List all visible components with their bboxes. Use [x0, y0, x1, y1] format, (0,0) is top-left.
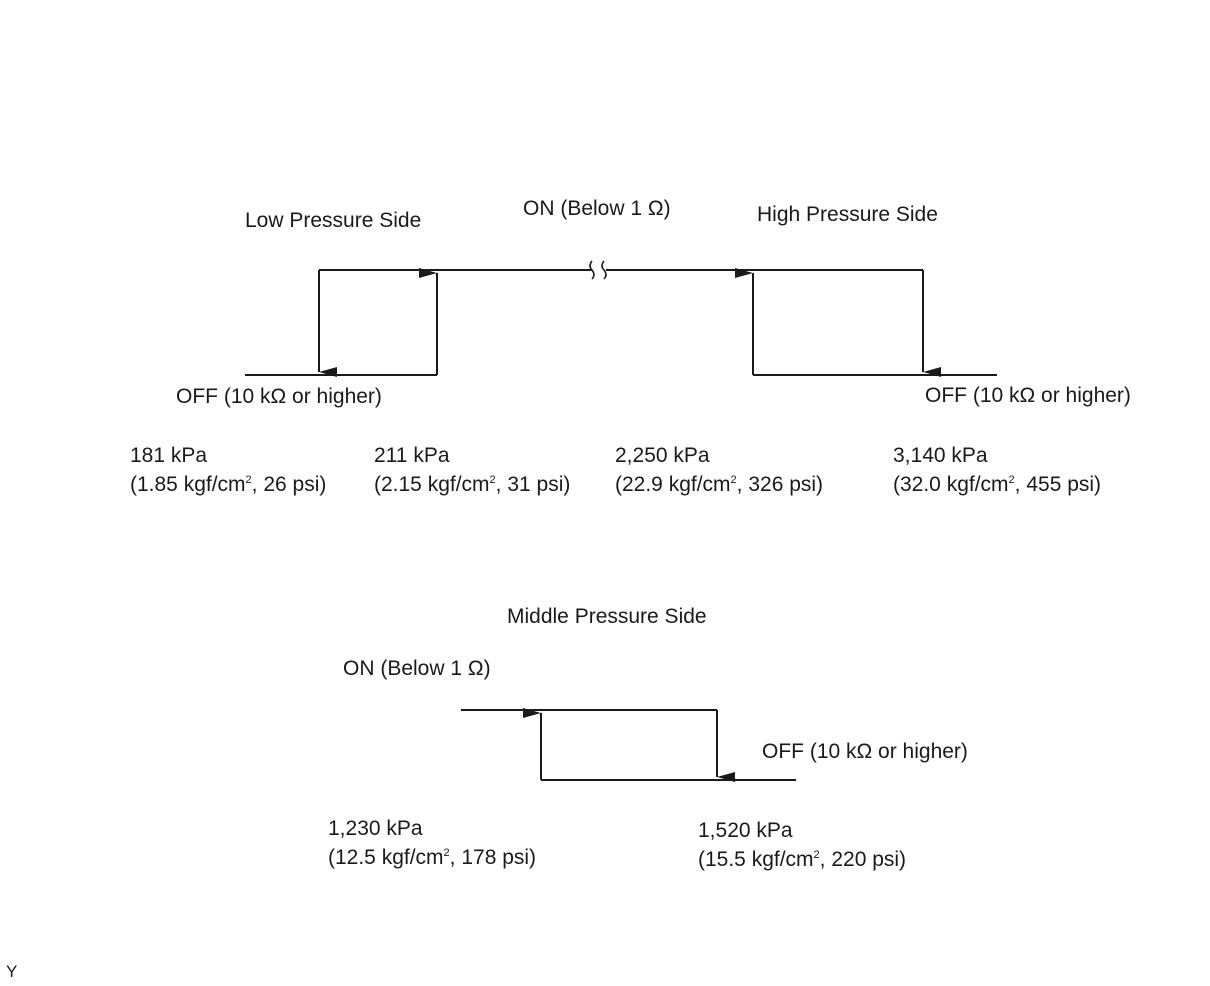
pressure-detail-pre: (32.0 kgf/cm [893, 473, 1009, 496]
middle-pressure-side-label: Middle Pressure Side [507, 605, 707, 628]
pressure-detail: (12.5 kgf/cm2, 178 psi) [328, 843, 536, 872]
pressure-detail-post: , 455 psi) [1014, 473, 1102, 496]
corner-mark: Y [6, 962, 18, 981]
top-off-right-label: OFF (10 kΩ or higher) [925, 384, 1131, 407]
low-pressure-side-label: Low Pressure Side [245, 209, 422, 232]
pressure-kpa: 1,520 kPa [698, 819, 793, 842]
pressure-detail: (32.0 kgf/cm2, 455 psi) [893, 470, 1101, 499]
pressure-value-1520: 1,520 kPa (15.5 kgf/cm2, 220 psi) [698, 816, 906, 874]
pressure-detail-sup: 2 [1008, 474, 1015, 486]
pressure-detail-pre: (22.9 kgf/cm [615, 473, 731, 496]
pressure-detail: (15.5 kgf/cm2, 220 psi) [698, 845, 906, 874]
pressure-kpa: 211 kPa [374, 444, 450, 467]
pressure-detail-sup: 2 [730, 474, 737, 486]
pressure-detail-pre: (15.5 kgf/cm [698, 848, 814, 871]
axis-break-symbol-2 [601, 260, 607, 280]
pressure-kpa: 3,140 kPa [893, 444, 988, 467]
pressure-value-181: 181 kPa (1.85 kgf/cm2, 26 psi) [130, 441, 326, 499]
pressure-kpa: 2,250 kPa [615, 444, 710, 467]
axis-break-symbol [589, 260, 595, 280]
top-on-label: ON (Below 1 Ω) [523, 197, 671, 220]
pressure-value-2250: 2,250 kPa (22.9 kgf/cm2, 326 psi) [615, 441, 823, 499]
pressure-detail-pre: (2.15 kgf/cm [374, 473, 490, 496]
pressure-detail-sup: 2 [813, 849, 820, 861]
bottom-off-label: OFF (10 kΩ or higher) [762, 740, 968, 763]
top-off-left-label: OFF (10 kΩ or higher) [176, 385, 382, 408]
pressure-detail-pre: (1.85 kgf/cm [130, 473, 246, 496]
high-pressure-side-label: High Pressure Side [757, 203, 938, 226]
pressure-detail-sup: 2 [245, 474, 252, 486]
pressure-detail-pre: (12.5 kgf/cm [328, 846, 444, 869]
pressure-detail-post: , 26 psi) [251, 473, 327, 496]
pressure-detail: (2.15 kgf/cm2, 31 psi) [374, 470, 570, 499]
pressure-detail-sup: 2 [443, 847, 450, 859]
pressure-detail: (22.9 kgf/cm2, 326 psi) [615, 470, 823, 499]
pressure-kpa: 1,230 kPa [328, 817, 423, 840]
pressure-kpa: 181 kPa [130, 444, 208, 467]
bottom-on-label: ON (Below 1 Ω) [343, 657, 491, 680]
pressure-value-3140: 3,140 kPa (32.0 kgf/cm2, 455 psi) [893, 441, 1101, 499]
pressure-detail-post: , 178 psi) [449, 846, 537, 869]
pressure-value-211: 211 kPa (2.15 kgf/cm2, 31 psi) [374, 441, 570, 499]
bottom-switch-diagram [461, 708, 796, 782]
pressure-detail-post: , 326 psi) [736, 473, 824, 496]
pressure-detail-post: , 220 psi) [819, 848, 907, 871]
pressure-value-1230: 1,230 kPa (12.5 kgf/cm2, 178 psi) [328, 814, 536, 872]
pressure-detail-post: , 31 psi) [495, 473, 571, 496]
pressure-detail: (1.85 kgf/cm2, 26 psi) [130, 470, 326, 499]
top-switch-diagram [245, 260, 997, 377]
pressure-detail-sup: 2 [489, 474, 496, 486]
